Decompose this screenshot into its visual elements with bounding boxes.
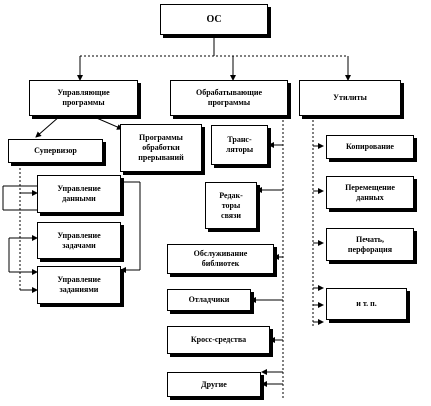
processing-programs-node: Обрабатывающие программы: [170, 80, 288, 116]
control-programs-node: Управляющие программы: [29, 80, 138, 116]
data-transfer-node: Перемещение данных: [326, 176, 414, 209]
data-management-node: Управление данными: [37, 175, 121, 213]
print-punch-node: Печать, перфорация: [326, 228, 414, 261]
cross-tools-node: Кросс-средства: [167, 326, 270, 354]
link-editors-node: Редак- торы связи: [205, 182, 257, 229]
debuggers-node: Отладчики: [167, 289, 251, 311]
copy-node: Копирование: [326, 135, 414, 159]
library-maintenance-node: Обслуживание библиотек: [167, 244, 274, 274]
utilities-node: Утилиты: [299, 80, 401, 116]
os-node: ОС: [160, 4, 268, 35]
job-management-node: Управление заданиями: [37, 266, 121, 304]
task-management-node: Управление задачами: [37, 222, 121, 259]
supervisor-node: Супервизор: [8, 139, 103, 163]
others-node: Другие: [167, 372, 261, 397]
translators-node: Транс- ляторы: [211, 125, 268, 165]
etc-node: и т. п.: [326, 288, 407, 320]
interrupt-handlers-node: Программы обработки прерываний: [120, 124, 202, 172]
